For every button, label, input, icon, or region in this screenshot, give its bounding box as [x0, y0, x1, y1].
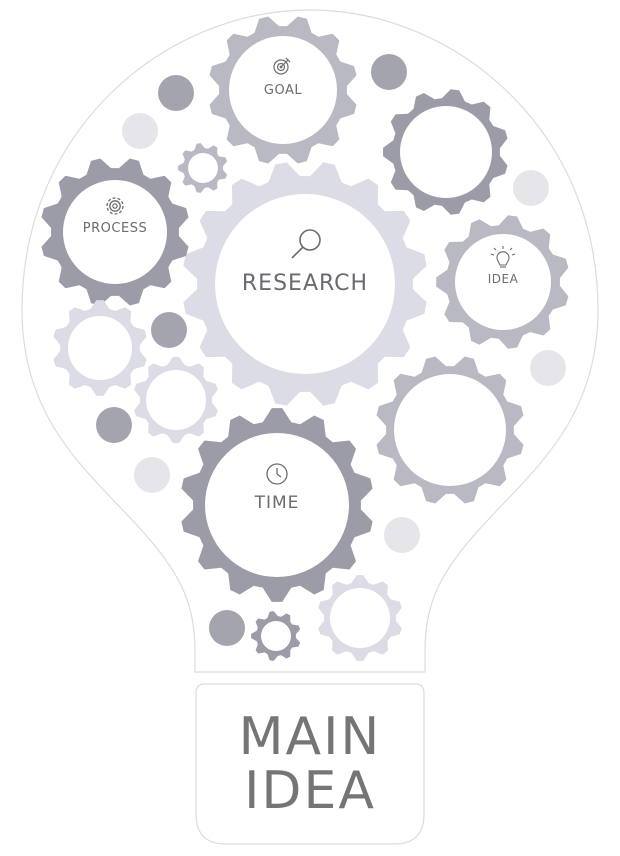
decor-dot-5	[151, 312, 187, 348]
decor-dot-1	[158, 75, 194, 111]
gear-process-hub	[63, 180, 167, 284]
decor-dot-3	[371, 54, 407, 90]
magnifier-icon	[291, 229, 321, 259]
decor-dot-9	[384, 517, 420, 553]
gear-small-bottom	[251, 611, 301, 661]
gear-time-hub	[205, 433, 349, 577]
decor-dot-10	[209, 610, 245, 646]
decorative-dots	[96, 54, 566, 646]
bulb-base	[195, 683, 425, 845]
gear-process	[41, 158, 189, 306]
gear-idea	[436, 215, 569, 349]
research-label: RESEARCH	[242, 271, 368, 296]
gear-goal-hub	[229, 36, 337, 144]
process-label: PROCESS	[83, 221, 147, 236]
decor-dot-8	[530, 350, 566, 386]
gear-cluster	[41, 16, 569, 661]
gear-top-right	[383, 89, 508, 215]
gear-idea-hub	[455, 234, 551, 330]
gear-left-mid-hub	[68, 316, 132, 380]
gear-left-low	[134, 357, 218, 443]
time-label: TIME	[254, 493, 300, 513]
gear-time	[181, 408, 373, 602]
target-icon	[273, 57, 291, 75]
main-idea-line2: IDEA	[244, 761, 376, 821]
gear-icon	[106, 197, 124, 215]
decor-dot-6	[96, 407, 132, 443]
idea-label: IDEA	[488, 272, 519, 286]
lightbulb-icon	[490, 246, 516, 268]
gear-right-low-hub	[394, 374, 506, 486]
goal-label: GOAL	[264, 83, 302, 98]
gear-right-low	[376, 356, 524, 504]
clock-icon	[266, 463, 288, 485]
gear-research	[183, 162, 427, 406]
bulb-outline	[21, 9, 599, 673]
gear-left-mid	[53, 300, 147, 396]
decor-dot-7	[134, 457, 170, 493]
decor-dot-2	[122, 113, 158, 149]
gear-small-top	[178, 143, 228, 193]
gear-small-bottom-hub	[261, 621, 291, 651]
gear-small-top-hub	[188, 153, 218, 183]
decor-dot-4	[513, 170, 549, 206]
gear-left-low-hub	[146, 370, 206, 430]
main-idea-line1: MAIN	[239, 707, 382, 767]
gear-bottom-right-hub	[330, 588, 390, 648]
gear-goal	[209, 16, 357, 164]
gear-research-hub	[215, 194, 395, 374]
gear-bottom-right	[318, 575, 402, 661]
gear-top-right-hub	[400, 106, 492, 198]
